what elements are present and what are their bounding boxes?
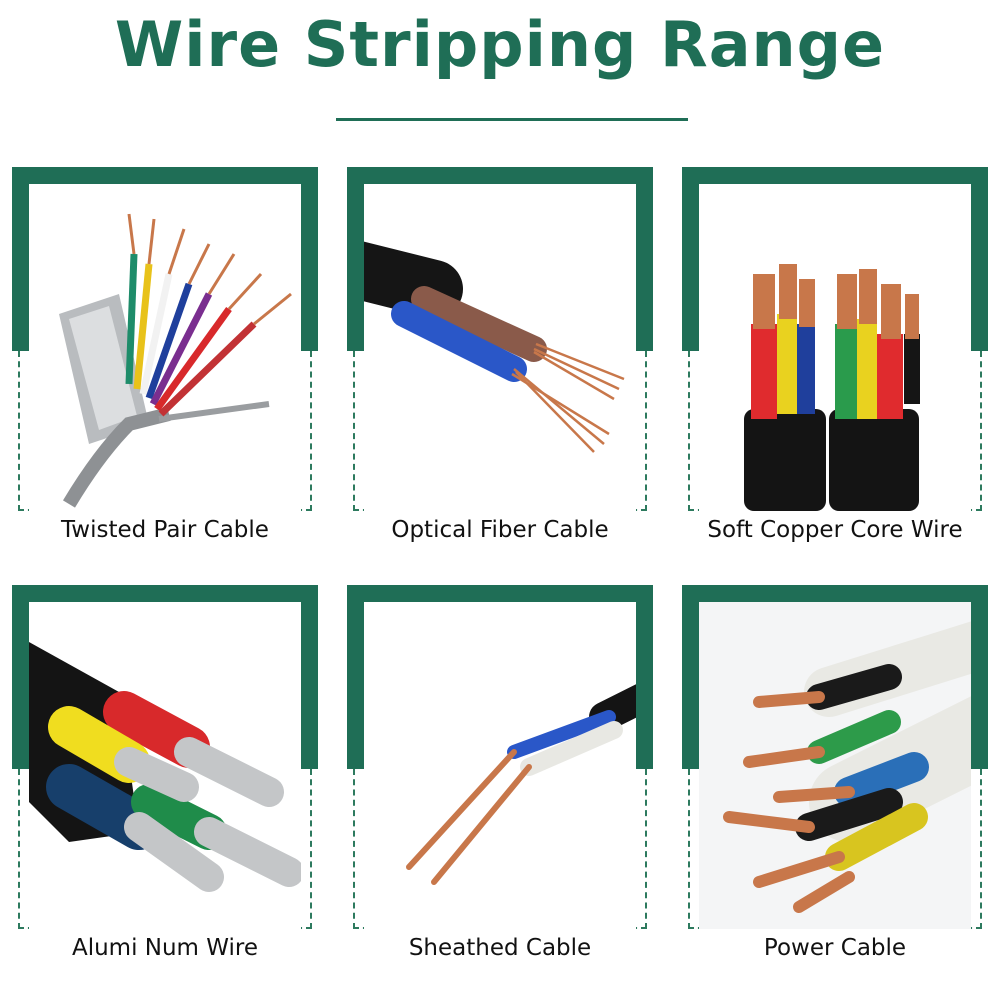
card-frame-top bbox=[12, 167, 318, 351]
power-cable-image bbox=[699, 602, 971, 929]
card-frame-top bbox=[347, 585, 653, 769]
aluminum-wire-image bbox=[29, 602, 301, 929]
cable-label: Power Cable bbox=[763, 935, 907, 961]
cable-label: Twisted Pair Cable bbox=[61, 517, 269, 543]
card-frame bbox=[12, 585, 318, 931]
twisted-pair-cable-image bbox=[29, 184, 301, 511]
card-frame-top bbox=[347, 167, 653, 351]
cable-label: Sheathed Cable bbox=[408, 935, 592, 961]
card-frame bbox=[682, 585, 988, 931]
page-title: Wire Stripping Range bbox=[114, 8, 886, 81]
card-frame-top bbox=[12, 585, 318, 769]
card-frame-top bbox=[682, 585, 988, 769]
soft-copper-core-wire-image bbox=[699, 184, 971, 511]
cable-label: Alumi Num Wire bbox=[71, 935, 259, 961]
cable-label: Optical Fiber Cable bbox=[391, 517, 609, 543]
card-frame-top bbox=[682, 167, 988, 351]
title-underline bbox=[336, 118, 688, 121]
sheathed-cable-image bbox=[364, 602, 636, 929]
optical-fiber-cable-image bbox=[364, 184, 636, 511]
card-frame bbox=[347, 585, 653, 931]
cable-label: Soft Copper Core Wire bbox=[707, 517, 963, 543]
